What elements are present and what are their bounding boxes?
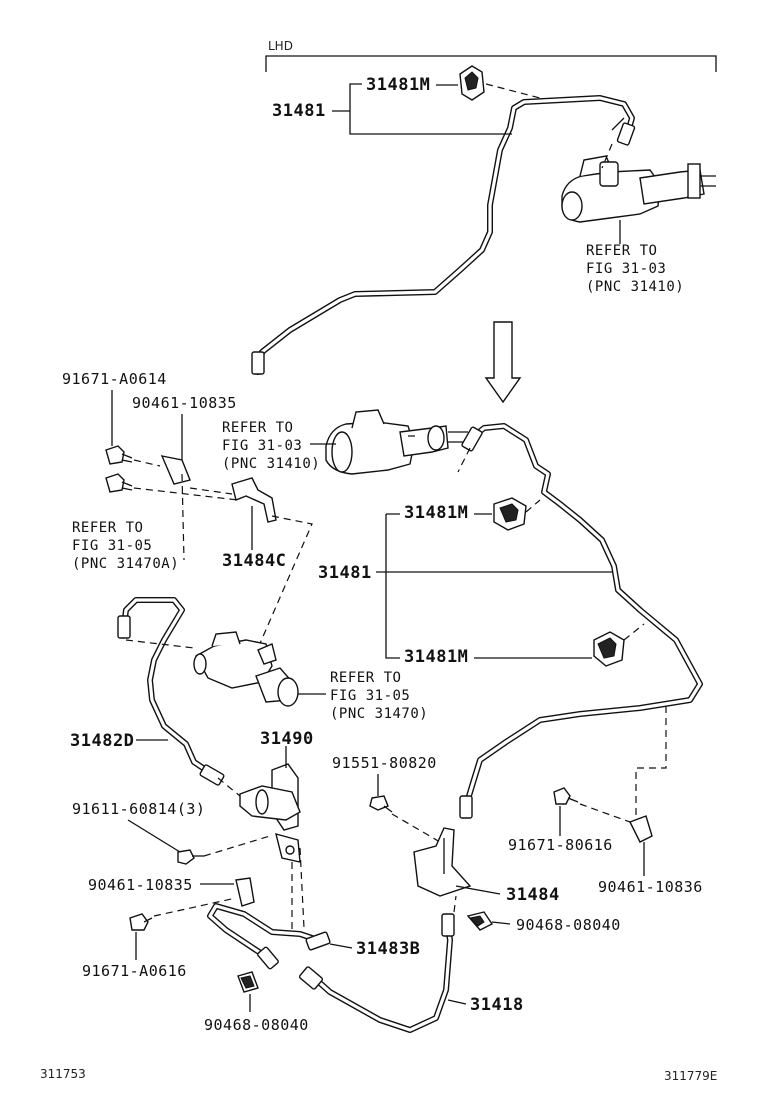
flare-nut xyxy=(117,615,131,639)
tube-31482d xyxy=(117,597,225,786)
down-arrow-icon xyxy=(484,321,522,404)
part-number-label: 31418 xyxy=(470,995,524,1015)
part-number-label: 90461-10835 xyxy=(88,876,193,894)
master-cylinder-top xyxy=(561,117,716,244)
callout-90468-08040-right: 90468-08040 xyxy=(491,916,621,934)
hose-fitting xyxy=(441,913,455,937)
flare-nut xyxy=(459,795,473,819)
reference-line: (PNC 31410) xyxy=(586,279,684,295)
clutch-line-mid xyxy=(457,423,703,819)
master-cylinder-mid xyxy=(325,409,468,475)
flare-nut xyxy=(257,946,279,970)
part-number-label: 31481 xyxy=(318,563,372,583)
reference-mid: REFER TO FIG 31-03 (PNC 31410) xyxy=(222,420,336,472)
flare-nut xyxy=(461,426,483,452)
reference-line: (PNC 31410) xyxy=(222,456,320,472)
callout-31481m-mid2: 31481M xyxy=(404,647,592,667)
clutch-line-top xyxy=(251,95,636,375)
callout-31490: 31490 xyxy=(260,729,314,749)
callout-90461-10835-top: 90461-10835 xyxy=(132,394,237,460)
part-number-label: 90468-08040 xyxy=(204,1016,309,1034)
part-number-label: 31483B xyxy=(356,939,420,959)
part-number-label: 91611-60814(3) xyxy=(72,800,205,818)
lhd-label: LHD xyxy=(268,39,293,53)
tube-31483b xyxy=(207,903,331,970)
part-number-label: 90468-08040 xyxy=(516,916,621,934)
clip-90461-10836 xyxy=(629,706,667,876)
part-number-label: 90461-10835 xyxy=(132,394,237,412)
reference-line: FIG 31-05 xyxy=(72,538,152,554)
reference-cyl: REFER TO FIG 31-05 (PNC 31470) xyxy=(298,670,428,722)
part-number-label: 91671-A0616 xyxy=(82,962,187,980)
reference-left: REFER TO FIG 31-05 (PNC 31470A) xyxy=(72,520,179,572)
part-number-label: 91551-80820 xyxy=(332,754,437,772)
hose-fitting xyxy=(298,966,324,990)
callout-31482d: 31482D xyxy=(70,731,168,751)
hose-31418 xyxy=(298,895,457,1033)
callout-31481m-mid1: 31481M xyxy=(404,503,492,523)
callout-91671-a0616: 91671-A0616 xyxy=(82,962,187,980)
clip-90468-08040-right xyxy=(466,911,494,931)
reference-top: REFER TO FIG 31-03 (PNC 31410) xyxy=(586,243,684,295)
pipe-clip-31481m-mid1 xyxy=(493,497,541,531)
part-number-label: 31484 xyxy=(506,885,560,905)
part-number-label: 31490 xyxy=(260,729,314,749)
part-number-label: 31481 xyxy=(272,101,326,121)
callout-91551-80820: 91551-80820 xyxy=(332,754,441,843)
callout-91611-60814: 91611-60814(3) xyxy=(72,800,271,865)
reference-line: (PNC 31470) xyxy=(330,706,428,722)
part-number-label: 31484C xyxy=(222,551,286,571)
callout-31418: 31418 xyxy=(447,995,524,1015)
callout-31481-top: 31481 xyxy=(272,83,512,135)
callout-90461-10835-bot: 90461-10835 xyxy=(88,876,234,894)
reference-line: REFER TO xyxy=(586,243,657,259)
part-number-label: 91671-80616 xyxy=(508,836,613,854)
reference-line: FIG 31-03 xyxy=(222,438,302,454)
bracket-31484 xyxy=(413,827,472,897)
callout-31484c: 31484C xyxy=(222,506,286,571)
reference-line: REFER TO xyxy=(72,520,143,536)
flare-nut xyxy=(199,764,225,786)
pipe-clip-31481m-mid2 xyxy=(593,623,645,667)
reference-line: REFER TO xyxy=(330,670,401,686)
reference-line: (PNC 31470A) xyxy=(72,556,179,572)
part-number-label: 31481M xyxy=(366,75,430,95)
flare-nut xyxy=(305,931,331,951)
callout-90461-10836: 90461-10836 xyxy=(598,878,703,896)
part-number-label: 91671-A0614 xyxy=(62,370,167,388)
bolt-91671-a0616 xyxy=(129,913,153,960)
bolt-lower-left xyxy=(105,473,239,501)
callout-90468-08040-bot: 90468-08040 xyxy=(204,1016,309,1034)
bolt-91671-a0614 xyxy=(105,445,161,467)
clip-90461-10835-bot xyxy=(153,877,255,917)
callout-91671-80616: 91671-80616 xyxy=(508,836,613,854)
part-number-label: 31482D xyxy=(70,731,134,751)
release-cylinder xyxy=(193,631,299,707)
reference-line: REFER TO xyxy=(222,420,293,436)
part-number-label: 31481M xyxy=(404,503,468,523)
footer-left-code: 311753 xyxy=(40,1067,86,1081)
clip-90468-08040-bot xyxy=(237,971,259,1012)
part-number-label: 90461-10836 xyxy=(598,878,703,896)
callout-31481m-top: 31481M xyxy=(366,75,458,95)
flare-nut xyxy=(616,122,636,146)
footer-right-code: 311779E xyxy=(664,1069,717,1083)
callout-31484: 31484 xyxy=(455,885,560,905)
pipe-clip-31481m-top xyxy=(459,65,541,101)
lhd-bracket: LHD xyxy=(265,39,717,72)
reference-line: FIG 31-05 xyxy=(330,688,410,704)
clip-90461-10835-top xyxy=(160,455,191,561)
reference-line: FIG 31-03 xyxy=(586,261,666,277)
callout-31481-mid: 31481 xyxy=(318,513,612,659)
union-31490 xyxy=(217,746,305,934)
flare-nut xyxy=(251,351,265,375)
callout-91671-a0614: 91671-A0614 xyxy=(62,370,167,446)
bolt-91671-80616 xyxy=(553,787,631,836)
callout-31483b: 31483B xyxy=(329,939,420,959)
bracket-31484c xyxy=(189,477,313,649)
part-number-label: 31481M xyxy=(404,647,468,667)
